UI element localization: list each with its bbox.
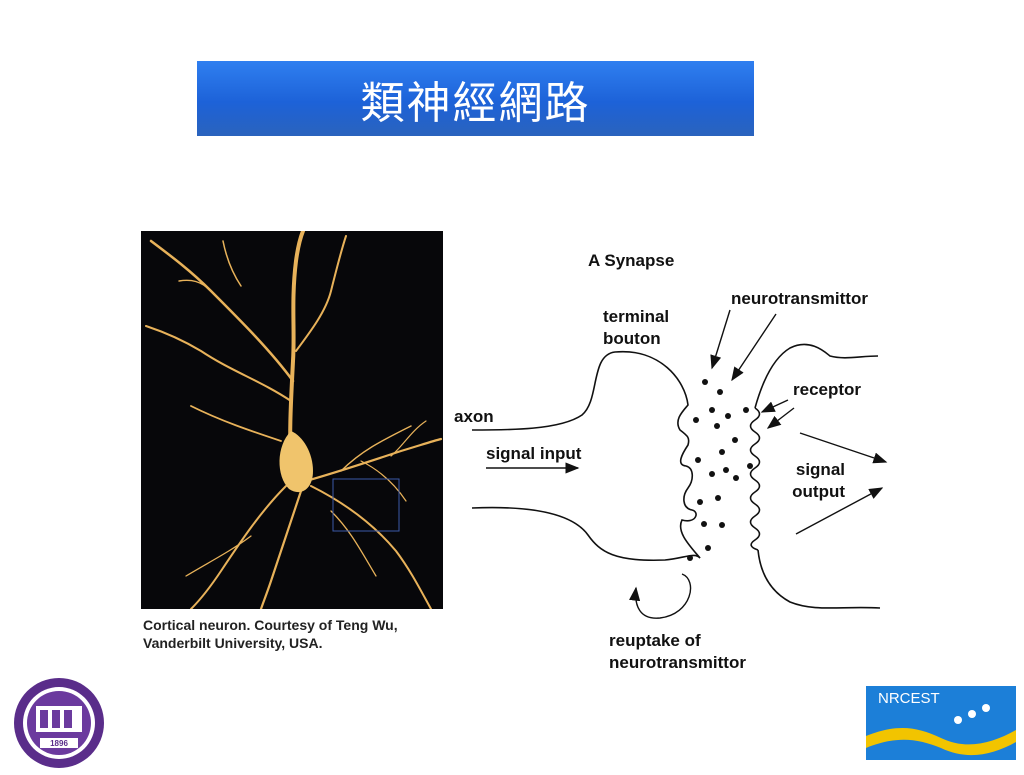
neurotransmittor-arrow-right (731, 313, 777, 382)
nrcest-wave (866, 704, 1016, 756)
nrcest-logo-text: NRCEST (878, 690, 940, 707)
signal-output-arrow-lower (795, 487, 884, 535)
neuron-drawing (145, 231, 443, 609)
synapse-svg: A Synapse neurotransmittor terminal bout… (454, 251, 888, 672)
university-seal-logo: 1896 (12, 676, 106, 770)
label-receptor: receptor (793, 380, 861, 399)
receptor-arrow-upper (760, 399, 789, 413)
label-neurotransmittor-bottom: neurotransmittor (609, 653, 746, 672)
label-neurotransmittor: neurotransmittor (731, 289, 868, 308)
seal-year: 1896 (50, 739, 68, 748)
photo-caption: Cortical neuron. Courtesy of Teng Wu, Va… (143, 616, 443, 652)
receptor-membrane (749, 407, 761, 551)
label-signal-input: signal input (486, 444, 582, 463)
postsynaptic-membrane-upper (754, 343, 879, 409)
label-output: output (792, 482, 845, 501)
signal-output-arrow-upper (799, 432, 888, 464)
nrcest-logo: NRCEST (866, 686, 1016, 760)
postsynaptic-membrane-lower (757, 549, 881, 609)
title-bar: 類神經網路 (197, 61, 754, 136)
cortical-neuron-photo (141, 231, 443, 609)
caption-line-1: Cortical neuron. Courtesy of Teng Wu, (143, 617, 398, 633)
presynaptic-terminal-upper (471, 350, 701, 559)
label-signal: signal (796, 460, 845, 479)
presynaptic-terminal-lower (471, 506, 701, 562)
neurotransmitter-dots (687, 379, 753, 561)
label-axon: axon (454, 407, 494, 426)
reuptake-arrow (629, 573, 692, 619)
seal-emblem: 1896 (14, 678, 104, 768)
label-bouton: bouton (603, 329, 661, 348)
receptor-arrow-lower (766, 407, 795, 429)
label-terminal: terminal (603, 307, 669, 326)
synapse-diagram: A Synapse neurotransmittor terminal bout… (450, 240, 900, 680)
neurotransmittor-arrow-left (710, 309, 731, 370)
slide-title: 類神經網路 (360, 77, 591, 129)
caption-line-2: Vanderbilt University, USA. (143, 635, 323, 651)
label-reuptake-of: reuptake of (609, 631, 701, 650)
diagram-title: A Synapse (588, 251, 674, 270)
